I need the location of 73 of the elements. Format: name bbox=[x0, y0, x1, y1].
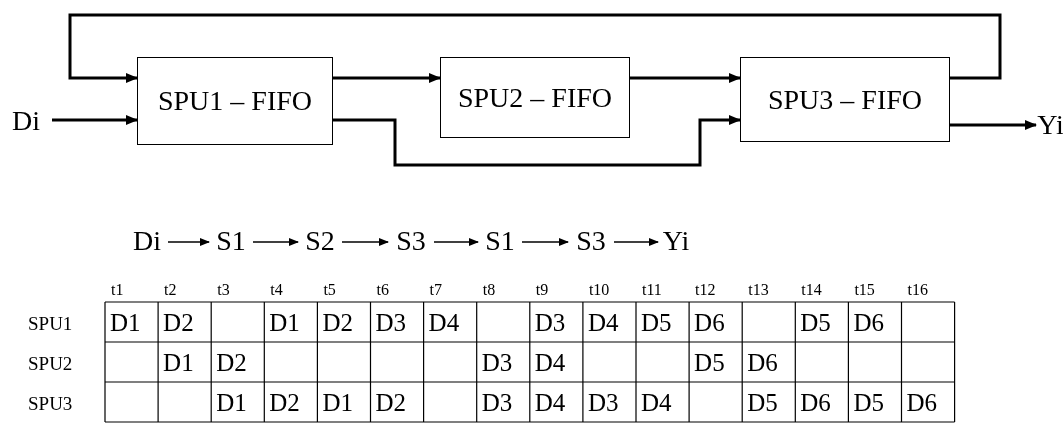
process-box: SPU1 – FIFO bbox=[137, 57, 333, 145]
time-slot-label: t11 bbox=[642, 282, 662, 298]
arrow bbox=[333, 73, 441, 83]
sequence-step: S3 bbox=[392, 225, 430, 257]
sequence-step: S1 bbox=[482, 225, 518, 257]
arrow bbox=[613, 238, 659, 246]
signal-label: Di bbox=[4, 104, 48, 138]
time-slot-label: t13 bbox=[748, 282, 769, 298]
sequence-step: Di bbox=[130, 225, 164, 257]
data-item-label: D6 bbox=[694, 310, 725, 335]
data-item-label: D3 bbox=[481, 390, 513, 415]
data-item-label: D3 bbox=[375, 310, 407, 335]
processor-label: SPU2 bbox=[28, 354, 73, 373]
time-slot-label: t15 bbox=[854, 282, 875, 298]
process-box: SPU2 – FIFO bbox=[440, 57, 630, 138]
arrow bbox=[252, 238, 299, 246]
data-item-label: D1 bbox=[110, 310, 141, 335]
data-item-label: D6 bbox=[906, 390, 938, 415]
time-slot-label: t10 bbox=[588, 282, 610, 298]
time-slot-label: t4 bbox=[270, 282, 283, 298]
data-item-label: D4 bbox=[641, 390, 672, 415]
data-item-label: D3 bbox=[587, 390, 619, 415]
sequence-step: Yi bbox=[662, 225, 690, 257]
arrow bbox=[521, 238, 569, 246]
data-item-label: D5 bbox=[747, 390, 778, 415]
time-slot-label: t5 bbox=[323, 282, 336, 298]
time-slot-label: t3 bbox=[217, 282, 230, 298]
sequence-step: S3 bbox=[572, 225, 610, 257]
time-slot-label: t2 bbox=[164, 282, 177, 298]
data-item-label: D5 bbox=[853, 390, 884, 415]
data-item-label: D3 bbox=[481, 350, 513, 375]
data-item-label: D4 bbox=[534, 350, 566, 375]
time-slot-label: t12 bbox=[695, 282, 716, 298]
signal-label: Yi bbox=[1038, 108, 1063, 142]
data-item-label: D3 bbox=[534, 310, 566, 335]
data-item-label: D6 bbox=[800, 390, 831, 415]
processor-label: SPU1 bbox=[28, 314, 73, 333]
arrow bbox=[630, 73, 741, 83]
data-item-label: D5 bbox=[694, 350, 725, 375]
data-item-label: D2 bbox=[322, 310, 353, 335]
data-item-label: D4 bbox=[587, 310, 619, 335]
data-item-label: D2 bbox=[163, 310, 194, 335]
time-slot-label: t9 bbox=[535, 282, 549, 298]
process-box: SPU3 – FIFO bbox=[740, 57, 950, 142]
arrow bbox=[341, 238, 389, 246]
data-item-label: D4 bbox=[428, 310, 460, 335]
time-slot-label: t6 bbox=[376, 282, 389, 298]
time-slot-label: t1 bbox=[111, 282, 124, 298]
data-item-label: D6 bbox=[747, 350, 778, 375]
data-item-label: D5 bbox=[641, 310, 672, 335]
data-item-label: D4 bbox=[534, 390, 566, 415]
data-item-label: D5 bbox=[800, 310, 831, 335]
arrow bbox=[167, 238, 210, 246]
arrow bbox=[433, 238, 479, 246]
data-item-label: D1 bbox=[269, 310, 300, 335]
time-slot-label: t7 bbox=[429, 282, 443, 298]
data-item-label: D6 bbox=[853, 310, 884, 335]
data-item-label: D2 bbox=[269, 390, 300, 415]
arrow bbox=[68, 13, 1002, 83]
arrow bbox=[333, 115, 741, 167]
processor-label: SPU3 bbox=[28, 394, 73, 413]
time-slot-label: t8 bbox=[482, 282, 496, 298]
time-slot-label: t16 bbox=[907, 282, 928, 298]
sequence-step: S1 bbox=[213, 225, 249, 257]
arrow bbox=[950, 120, 1037, 130]
sequence-step: S2 bbox=[302, 225, 338, 257]
time-slot-label: t14 bbox=[801, 282, 822, 298]
arrow bbox=[52, 115, 138, 125]
data-item-label: D1 bbox=[322, 390, 353, 415]
data-item-label: D1 bbox=[216, 390, 247, 415]
data-item-label: D2 bbox=[216, 350, 247, 375]
data-item-label: D2 bbox=[375, 390, 407, 415]
data-item-label: D1 bbox=[163, 350, 194, 375]
